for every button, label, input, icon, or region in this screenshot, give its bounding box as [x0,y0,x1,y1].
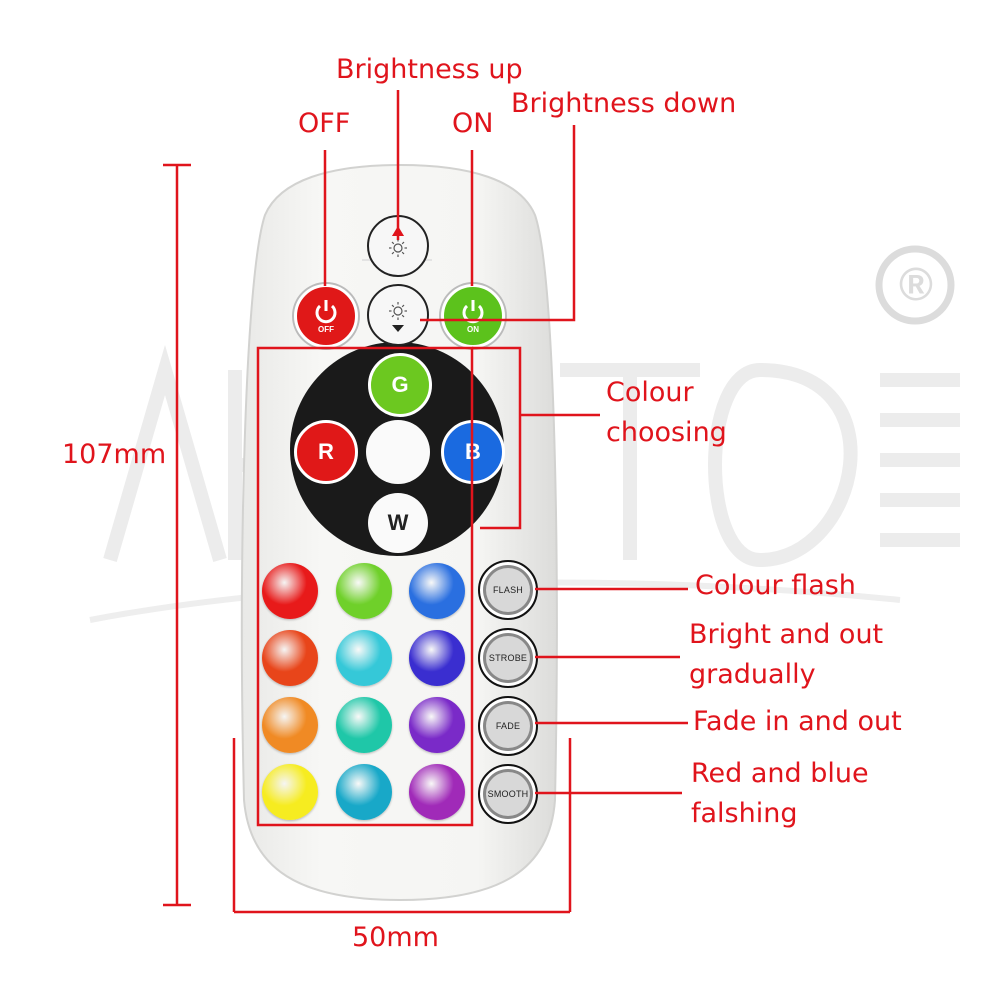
label-red-and-blue-line1: Red and blue [691,758,869,789]
fade-key-label: FADE [495,721,521,731]
flash-key-label: FLASH [492,585,523,595]
label-red-and-blue-line2: falshing [691,798,798,829]
label-on: ON [452,108,494,139]
colour-choosing-bracket [472,346,522,530]
color-swatch-button[interactable] [409,563,465,619]
red-key-label: R [318,439,334,464]
label-width: 50mm [352,922,439,953]
label-colour-flash: Colour flash [695,570,856,601]
label-brightness-up: Brightness up [336,54,523,85]
color-swatch-button[interactable] [336,764,392,820]
off-button[interactable]: OFF [294,284,358,348]
label-colour-choosing-line1: Colour [606,377,694,408]
power-icon [462,300,484,324]
off-key-label: OFF [318,324,334,334]
red-key[interactable]: R [294,420,358,484]
color-swatch-button[interactable] [262,563,318,619]
brightness-down-icon [389,302,407,332]
flash-button[interactable]: FLASH [478,560,538,620]
registered-mark: ® [899,258,933,310]
color-swatch-button[interactable] [262,630,318,686]
label-fade: Fade in and out [693,706,902,737]
colour-region-box [256,346,474,827]
white-key[interactable]: W [368,493,428,553]
label-brightness-down: Brightness down [511,88,737,119]
green-key[interactable]: G [368,353,432,417]
strobe-key-label: STROBE [488,653,528,663]
registered-mark-circle [875,245,955,325]
label-bright-and-out-line1: Bright and out [689,619,884,650]
smooth-key-label: SMOOTH [487,789,529,799]
green-key-label: G [391,372,409,397]
color-swatch-button[interactable] [336,697,392,753]
center-key[interactable] [366,420,430,484]
on-key-label: ON [467,324,479,334]
brightness-down-leader [420,125,576,322]
color-swatch-button[interactable] [336,630,392,686]
label-height: 107mm [62,439,167,470]
fade-button[interactable]: FADE [478,696,538,756]
white-key-label: W [387,510,409,535]
power-icon [315,300,337,324]
label-colour-choosing-line2: choosing [606,417,727,448]
color-swatch-button[interactable] [409,630,465,686]
color-swatch-button[interactable] [262,764,318,820]
brightness-down-button[interactable] [367,284,429,346]
color-swatch-button[interactable] [409,697,465,753]
label-off: OFF [298,108,351,139]
label-bright-and-out-line2: gradually [689,659,816,690]
color-swatch-button[interactable] [409,764,465,820]
color-swatch-button[interactable] [262,697,318,753]
color-swatch-button[interactable] [336,563,392,619]
